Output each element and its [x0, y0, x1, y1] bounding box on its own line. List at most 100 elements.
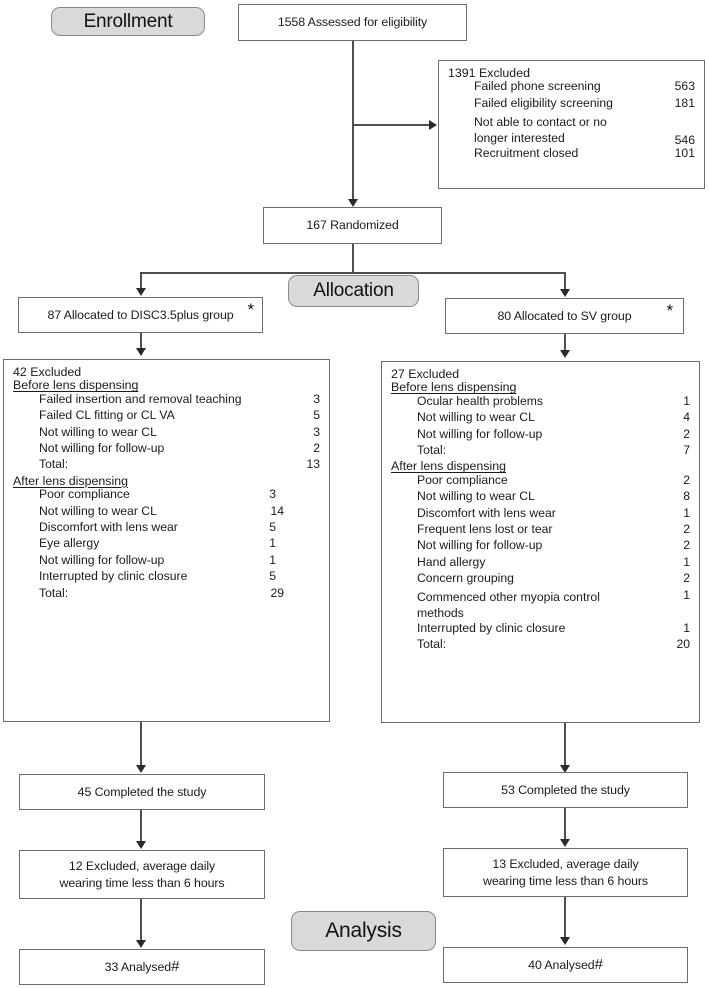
connector-left-alloc-to-exclusions: [140, 333, 142, 351]
exclusion-value: 20: [676, 637, 690, 652]
stage-label-analysis-text: Analysis: [325, 919, 402, 942]
stage-label-analysis: Analysis: [291, 911, 436, 951]
excluded-wearing-left-line1: 12 Excluded, average daily: [68, 858, 216, 873]
exclusion-label: Failed insertion and removal teaching: [39, 391, 242, 406]
exclusion-row: Not willing for follow-up 2: [13, 442, 320, 458]
arrowhead-right-exclusions: [560, 350, 570, 358]
exclusion-row: Failed CL fitting or CL VA 5: [13, 409, 320, 425]
arrowhead-left-exclusions: [136, 348, 146, 356]
exclusion-row: Not willing to wear CL 3: [13, 424, 320, 442]
box-excluded-wearing-time-right: 13 Excluded, average daily wearing time …: [443, 848, 688, 897]
box-allocated-right-label: 80 Allocated to SV group: [497, 308, 632, 323]
stage-label-enrollment: Enrollment: [51, 7, 205, 36]
excluded-reason-value: 181: [674, 95, 695, 110]
connector-split-to-right-arm: [564, 272, 566, 294]
exclusion-label: Not willing to wear CL: [417, 410, 535, 425]
exclusion-row: Not willing for follow-up 1: [13, 554, 320, 570]
box-allocated-left: 87 Allocated to DISC3.5plus group *: [18, 297, 263, 333]
allocated-right-marker: *: [666, 301, 673, 320]
connector-left-excluded-to-analysed: [140, 899, 142, 942]
stage-label-enrollment-text: Enrollment: [83, 10, 173, 32]
excluded-reason-label: Not able to contact or no longer interes…: [474, 115, 607, 146]
exclusion-label: Total:: [39, 585, 69, 600]
exclusion-label: Not willing for follow-up: [39, 440, 165, 455]
box-analysed-left: 33 Analysed#: [19, 949, 265, 985]
exclusion-value: 2: [313, 440, 320, 455]
excluded-reason-label: Recruitment closed: [474, 146, 579, 161]
exclusion-row: Not willing to wear CL 4: [391, 411, 690, 427]
exclusion-label: Not willing to wear CL: [417, 489, 535, 504]
exclusion-label: Total:: [417, 637, 447, 652]
connector-left-exclusions-to-completed: [140, 722, 142, 767]
exclusion-value: 8: [683, 489, 690, 504]
exclusion-row: Poor compliance 2: [391, 474, 690, 490]
exclusion-row: Failed insertion and removal teaching 3: [13, 393, 320, 409]
exclusion-row-total: Total: 29: [13, 585, 320, 603]
exclusion-row: Not willing for follow-up 2: [391, 539, 690, 555]
exclusions-right-heading-before: Before lens dispensing: [391, 380, 517, 395]
exclusions-left-heading-before: Before lens dispensing: [13, 378, 139, 393]
excluded-wearing-right-line2: wearing time less than 6 hours: [482, 873, 649, 888]
connector-right-completed-to-excluded: [564, 808, 566, 842]
exclusion-row: Commenced other myopia control methods 1: [391, 587, 690, 621]
box-completed-right-label: 53 Completed the study: [501, 782, 630, 797]
exclusion-value: 2: [683, 426, 690, 441]
arrowhead-left-completed: [136, 765, 146, 773]
excluded-reason-row: Failed eligibility screening 181: [448, 97, 695, 113]
arrowhead-right-analysed: [560, 937, 570, 945]
exclusion-row: Interrupted by clinic closure 1: [391, 621, 690, 638]
box-allocated-left-label: 87 Allocated to DISC3.5plus group: [47, 307, 234, 322]
box-excluded-wearing-time-left: 12 Excluded, average daily wearing time …: [19, 850, 265, 899]
exclusion-value: 13: [306, 457, 320, 472]
excluded-reason-label: Failed eligibility screening: [474, 95, 613, 110]
exclusion-label: Commenced other myopia control methods: [417, 589, 600, 620]
exclusion-value: 4: [683, 410, 690, 425]
exclusion-value: 29: [270, 585, 284, 600]
exclusion-value: 2: [683, 521, 690, 536]
exclusion-label: Frequent lens lost or tear: [417, 521, 553, 536]
exclusions-left-heading-after: After lens dispensing: [13, 473, 129, 488]
exclusion-label: Discomfort with lens wear: [417, 505, 556, 520]
connector-randomized-split: [140, 272, 565, 274]
exclusion-label: Total:: [417, 442, 447, 457]
excluded-reason-row: Not able to contact or no longer interes…: [448, 113, 695, 146]
box-assessed-label: 1558 Assessed for eligibility: [277, 15, 428, 30]
box-randomized: 167 Randomized: [263, 207, 442, 244]
exclusion-label: Poor compliance: [417, 472, 508, 487]
exclusion-value: 1: [683, 587, 690, 602]
exclusion-label: Interrupted by clinic closure: [417, 620, 566, 635]
exclusion-label: Not willing to wear CL: [39, 424, 157, 439]
exclusion-label: Interrupted by clinic closure: [39, 569, 188, 584]
exclusion-row-total: Total: 7: [391, 444, 690, 460]
box-completed-right: 53 Completed the study: [443, 772, 688, 808]
exclusion-label: Eye allergy: [39, 536, 100, 551]
exclusion-value: 1: [683, 393, 690, 408]
excluded-reason-value: 563: [674, 79, 695, 94]
exclusion-row: Not willing to wear CL 14: [13, 504, 320, 521]
exclusion-row: Eye allergy 1: [13, 537, 320, 553]
exclusion-row: Interrupted by clinic closure 5: [13, 570, 320, 586]
exclusion-row: Frequent lens lost or tear 2: [391, 523, 690, 539]
box-completed-left-label: 45 Completed the study: [77, 784, 207, 799]
excluded-wearing-left-line2: wearing time less than 6 hours: [59, 875, 225, 890]
exclusion-value: 2: [683, 538, 690, 553]
arrowhead-left-analysed: [136, 940, 146, 948]
exclusion-value: 1: [683, 554, 690, 569]
arrowhead-left-arm: [136, 288, 146, 296]
arrowhead-right-completed: [560, 765, 570, 773]
exclusion-value: 5: [269, 569, 276, 584]
box-analysed-left-label: 33 Analysed: [104, 959, 172, 974]
excluded-title: 1391 Excluded: [448, 66, 530, 80]
arrowhead-to-randomized: [348, 199, 358, 207]
exclusion-row-total: Total: 20: [391, 638, 690, 654]
exclusion-value: 1: [683, 505, 690, 520]
box-randomized-label: 167 Randomized: [306, 218, 399, 233]
exclusion-value: 5: [269, 519, 276, 534]
box-analysed-right: 40 Analysed#: [443, 947, 688, 983]
exclusion-value: 2: [683, 571, 690, 586]
box-enrollment-excluded: 1391 Excluded Failed phone screening 563…: [438, 60, 705, 189]
excluded-reason-row: Recruitment closed 101: [448, 146, 695, 163]
stage-label-allocation-text: Allocation: [313, 280, 394, 301]
connector-randomized-stem: [352, 244, 354, 273]
connector-assessed-to-randomized: [352, 41, 354, 205]
